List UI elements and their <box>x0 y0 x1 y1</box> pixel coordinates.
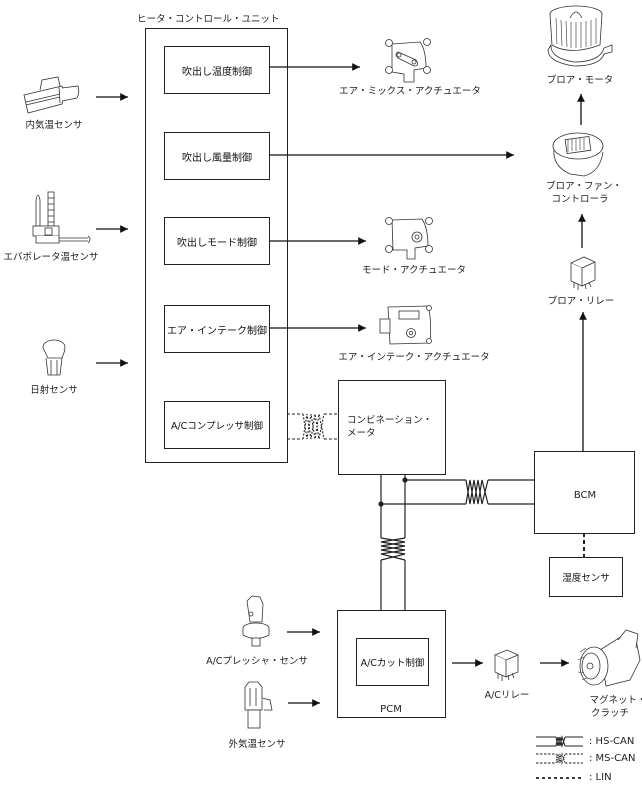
blower-fan-controller-icon <box>552 132 604 177</box>
cabin-temp-sensor-icon <box>23 76 80 114</box>
blower-motor-icon <box>547 5 613 67</box>
label-blower-relay: ブロア・リレー <box>547 296 615 307</box>
label-ac-pressure-sensor: A/Cプレッシャ・センサ <box>206 656 308 667</box>
hcu-control-ac-compressor: A/Cコンプレッサ制御 <box>164 401 270 449</box>
label-combination-meter-1: コンビネーション・ <box>347 415 433 426</box>
label-bcm: BCM <box>573 490 597 501</box>
legend-hs-can-symbol <box>536 734 583 749</box>
ambient-temp-sensor-icon <box>244 681 273 729</box>
hcu-control-airflow: 吹出し風量制御 <box>164 132 270 180</box>
legend-lin-label: : LIN <box>589 772 612 783</box>
label-blower-fan-controller-2: コントローラ <box>551 194 609 205</box>
label-mode-actuator: モード・アクチュエータ <box>361 265 467 276</box>
label-evaporator-temp-sensor: エバポレータ温センサ <box>3 252 99 263</box>
legend-hs-can-label: : HS-CAN <box>589 736 635 747</box>
heater-control-unit <box>145 28 288 463</box>
pcm-ac-cut-control: A/Cカット制御 <box>356 638 429 686</box>
pcm <box>337 610 446 718</box>
hs-can-meter-pcm <box>378 474 408 610</box>
hcu-control-air-intake: エア・インテーク制御 <box>164 305 270 353</box>
combination-meter <box>338 380 446 475</box>
label-sunlight-sensor: 日射センサ <box>30 385 78 396</box>
label-ac-relay: A/Cリレー <box>484 690 530 701</box>
label-air-intake-actuator: エア・インテーク・アクチュエータ <box>338 352 490 363</box>
hs-can-meter-bcm <box>381 479 534 505</box>
label-blower-fan-controller-1: ブロア・ファン・ <box>545 181 623 192</box>
legend-ms-can-label: : MS-CAN <box>589 753 636 764</box>
magnetic-clutch-compressor-icon <box>577 629 641 687</box>
bcm <box>534 451 635 534</box>
hcu-control-temperature: 吹出し温度制御 <box>164 46 270 94</box>
evaporator-temp-sensor-icon <box>32 191 91 244</box>
hcu-title: ヒータ・コントロール・ユニット <box>137 14 280 25</box>
label-cabin-temp-sensor: 内気温センサ <box>25 120 83 131</box>
label-magnetic-clutch-2: クラッチ <box>590 708 630 719</box>
ac-relay-icon <box>493 649 520 681</box>
humidity-sensor: 湿度センサ <box>549 557 623 597</box>
legend-ms-can-symbol <box>536 752 583 765</box>
ac-pressure-sensor-icon <box>242 595 270 647</box>
sunlight-sensor-icon <box>42 339 66 376</box>
air-intake-actuator-icon <box>379 305 432 345</box>
label-magnetic-clutch-1: マグネット・ <box>589 695 642 706</box>
label-combination-meter-2: メータ <box>347 428 376 439</box>
label-blower-motor: ブロア・モータ <box>546 75 614 86</box>
ms-can-hcu-meter <box>287 413 338 440</box>
label-air-mix-actuator: エア・ミックス・アクチュエータ <box>339 86 481 97</box>
mode-actuator-icon <box>385 217 433 260</box>
hcu-control-mode: 吹出しモード制御 <box>164 217 270 265</box>
air-mix-actuator-icon <box>385 38 431 83</box>
label-pcm: PCM <box>380 704 402 715</box>
blower-relay-icon <box>570 256 596 290</box>
label-ambient-temp-sensor: 外気温センサ <box>228 739 286 750</box>
